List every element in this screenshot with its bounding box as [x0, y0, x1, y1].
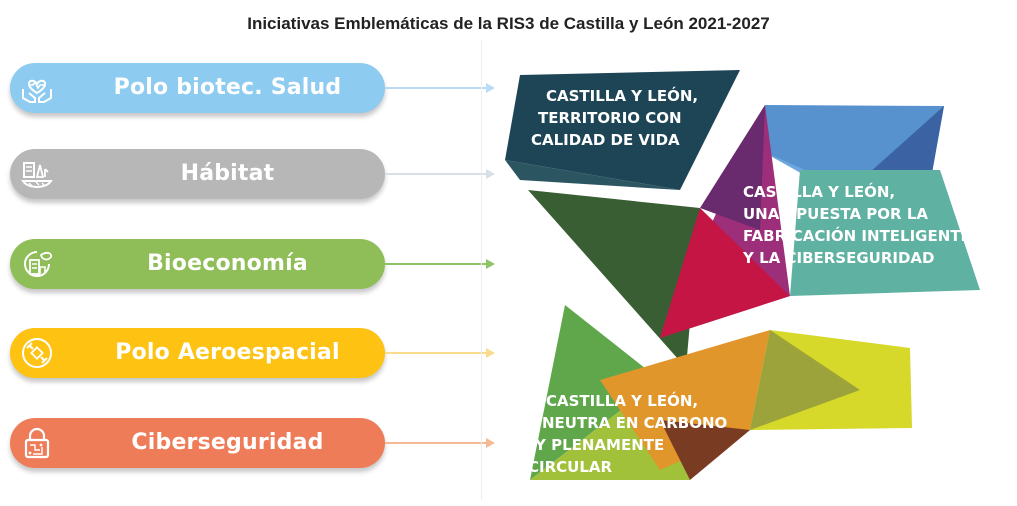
priority-carbono: CASTILLA Y LEÓN, NEUTRA EN CARBONO Y PLE…: [528, 391, 733, 476]
polygon-red: [660, 208, 790, 338]
divider-line: [481, 40, 482, 500]
connector-arrow: [385, 169, 495, 179]
eco-building-icon: [24, 251, 53, 277]
connector-arrow: [385, 259, 495, 269]
initiative-label: Hábitat: [180, 161, 275, 186]
polygon-green: [528, 190, 700, 368]
connector-arrow: [385, 348, 495, 358]
initiative-pill-salud: Polo biotec. Salud: [10, 63, 385, 113]
polygon-teal: [790, 170, 980, 296]
priority-calidad-vida: CASTILLA Y LEÓN, TERRITORIO CON CALIDAD …: [531, 86, 703, 149]
initiative-label: Bioeconomía: [147, 251, 308, 276]
initiative-label: Polo biotec. Salud: [113, 75, 342, 100]
initiative-pill-aeroespacial: Polo Aeroespacial: [10, 328, 385, 378]
satellite-icon: [22, 338, 52, 368]
buildings-nature-icon: [21, 162, 53, 188]
initiative-label: Ciberseguridad: [131, 430, 324, 455]
lock-circuit-icon: [24, 427, 50, 459]
polygon-calidad-vida: [505, 70, 740, 190]
connector-arrow: [385, 438, 495, 448]
connector-arrow: [385, 83, 495, 93]
initiative-label: Polo Aeroespacial: [115, 340, 340, 365]
initiative-pill-bioeconomia: Bioeconomía: [10, 239, 385, 289]
heart-hands-icon: [22, 79, 52, 103]
diagram-title: Iniciativas Emblemáticas de la RIS3 de C…: [247, 14, 770, 33]
polygon-circular: [530, 305, 660, 480]
initiative-pill-ciberseguridad: Ciberseguridad: [10, 418, 385, 468]
priority-fabricacion: CASTILLA Y LEÓN, UNA APUESTA POR LA FABR…: [742, 182, 976, 267]
initiative-pill-habitat: Hábitat: [10, 149, 385, 199]
